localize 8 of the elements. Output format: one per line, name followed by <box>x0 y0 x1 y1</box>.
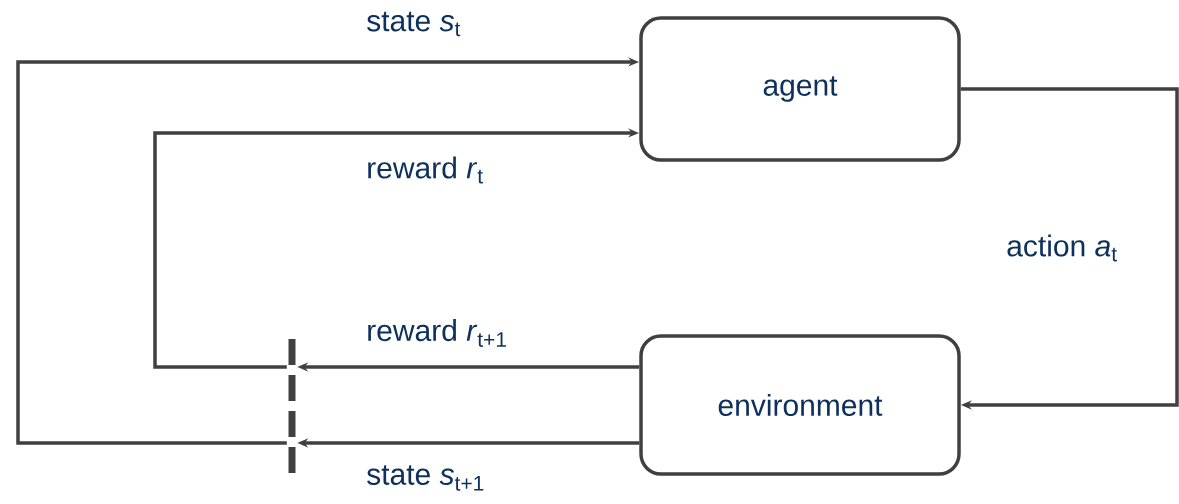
process-box: agent <box>639 16 961 162</box>
edge-label: state s$_{t}$ <box>367 11 461 37</box>
edge-label: reward r$_{t+1}$ <box>368 319 506 347</box>
process-box: environment <box>639 334 961 476</box>
edge-label: reward r$_{t}$ <box>368 156 483 184</box>
arrow <box>960 87 1179 410</box>
edge-label: state s$_{t+1}$ <box>367 465 484 491</box>
edge-label: action a$_{t}$ <box>1007 234 1117 262</box>
